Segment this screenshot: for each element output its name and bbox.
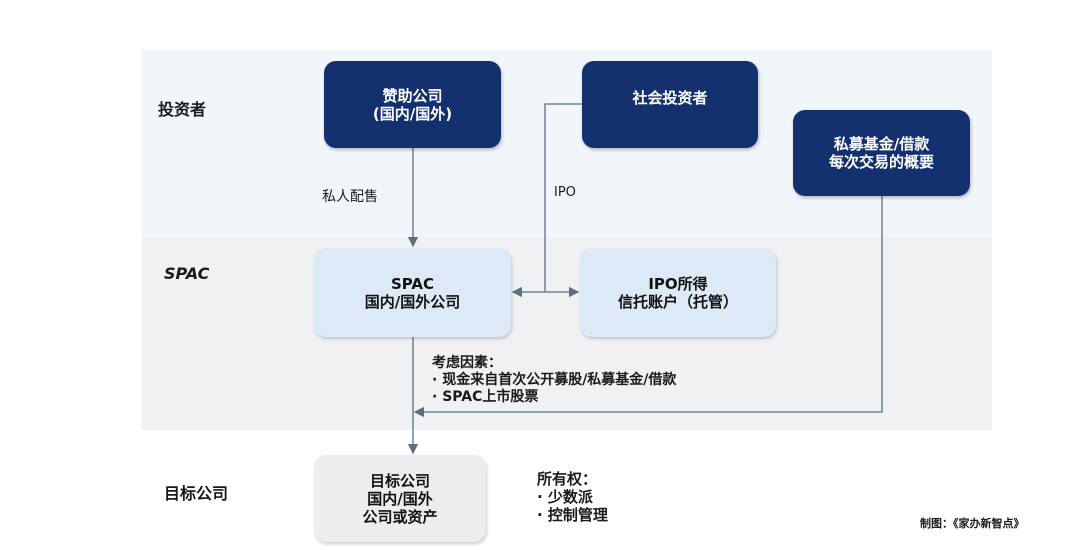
box-line: SPAC [390, 274, 435, 293]
box-line: 私募基金/借款 [833, 135, 930, 153]
box-line: 国内/国外公司 [364, 292, 461, 311]
ownership-item: · 少数派 [537, 488, 593, 506]
ownership-title: 所有权： [537, 470, 598, 488]
spac-box: SPAC 国内/国外公司 [314, 248, 511, 337]
trust-account-box: IPO所得 信托账户（托管） [580, 248, 776, 337]
considerations-item: · SPAC上市股票 [432, 389, 539, 405]
ipo-line [544, 103, 582, 292]
ownership-note: 所有权： · 少数派 · 控制管理 [537, 470, 608, 524]
box-line: 赞助公司 [382, 86, 443, 105]
target-box: 目标公司 国内/国外 公司或资产 [314, 455, 486, 542]
box-line: 社会投资者 [632, 89, 708, 107]
row-label-target: 目标公司 [164, 484, 229, 503]
box-line: 国内/国外 [367, 489, 433, 508]
spac-band [142, 237, 992, 430]
considerations-note: 考虑因素： · 现金来自首次公开募股/私募基金/借款 · SPAC上市股票 [432, 355, 676, 406]
considerations-item: · 现金来自首次公开募股/私募基金/借款 [432, 372, 677, 388]
private-fund-box: 私募基金/借款 每次交易的概要 [793, 110, 970, 196]
box-line: 信托账户（托管） [617, 292, 738, 311]
public-investors-box: 社会投资者 [582, 61, 758, 148]
sponsor-box: 赞助公司 (国内/国外) [324, 61, 501, 148]
row-label-spac: SPAC [164, 264, 210, 283]
private-fund-line [413, 196, 883, 418]
box-line: (国内/国外) [372, 104, 453, 123]
box-line: 公司或资产 [362, 507, 438, 526]
considerations-title: 考虑因素： [432, 355, 502, 371]
ipo-label: IPO [554, 185, 576, 200]
row-label-investors: 投资者 [158, 100, 207, 119]
private-placement-label: 私人配售 [322, 189, 378, 205]
ownership-item: · 控制管理 [537, 506, 608, 524]
box-line: 每次交易的概要 [828, 153, 934, 171]
credit-text: 制图：《家办新智点》 [920, 517, 1025, 530]
box-line: 目标公司 [369, 471, 430, 490]
box-line: IPO所得 [648, 274, 708, 293]
